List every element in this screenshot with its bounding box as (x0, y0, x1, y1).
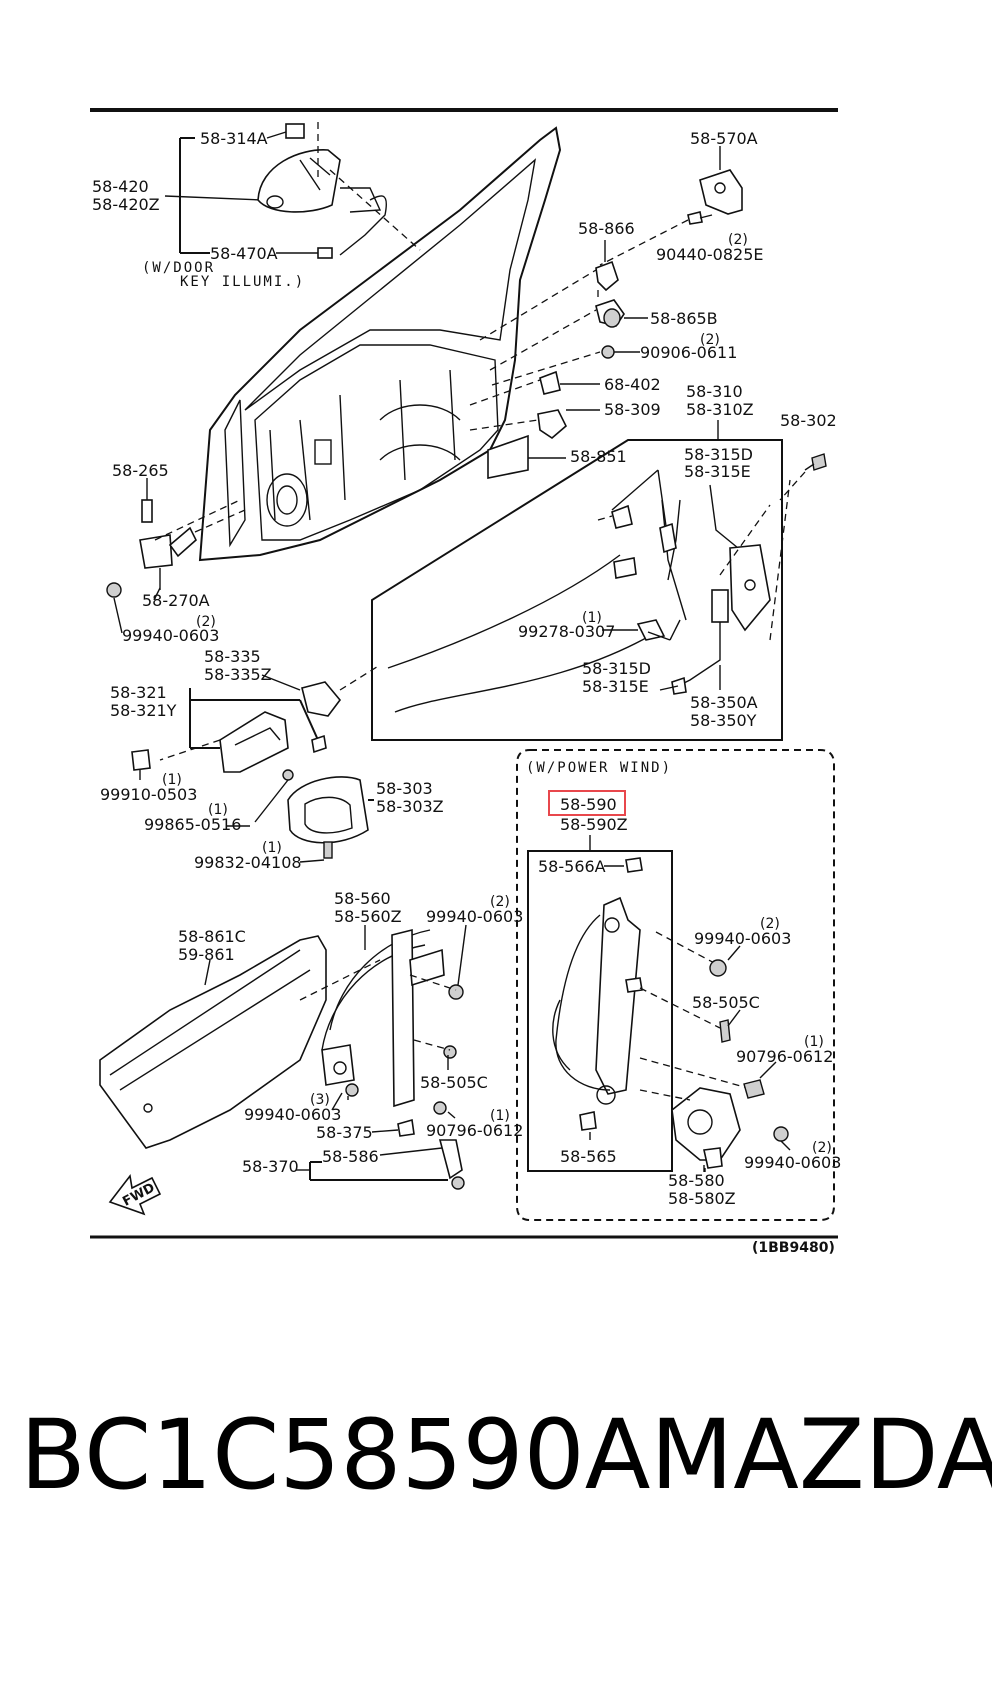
door-glass (99, 935, 381, 1149)
label-58-315D-top: 58-315D (684, 445, 753, 464)
label-58-586: 58-586 (322, 1147, 379, 1166)
label-99940-0603-manual-2: 99940-0603 (244, 1105, 341, 1124)
label-99865-0516: 99865-0516 (144, 815, 241, 834)
label-99940-0603-power-2: 99940-0603 (744, 1153, 841, 1172)
note-door-key-2: KEY ILLUMI.) (180, 274, 305, 290)
label-58-375: 58-375 (316, 1123, 373, 1142)
note-power-window: (W/POWER WIND) (526, 760, 672, 776)
brand-name: MAZDA (650, 1399, 992, 1511)
label-58-580: 58-580 (668, 1171, 725, 1190)
label-58-865B: 58-865B (650, 309, 718, 328)
label-58-866: 58-866 (578, 219, 635, 238)
label-90796-0612-manual: 90796-0612 (426, 1121, 523, 1140)
part-labels: 58-314A 58-420 58-420Z 58-470A (W/DOOR K… (92, 129, 841, 1256)
label-58-335: 58-335 (204, 647, 261, 666)
label-58-303Z: 58-303Z (376, 797, 444, 816)
label-58-590: 58-590 (560, 795, 617, 814)
label-90440-0825E: 90440-0825E (656, 245, 764, 264)
label-58-321: 58-321 (110, 683, 167, 702)
label-58-350Y: 58-350Y (690, 711, 757, 730)
hinge-group (106, 478, 246, 634)
leader-lines (139, 146, 721, 1172)
qty-99832: (1) (262, 840, 282, 856)
part-number: BC1C58590A (20, 1399, 651, 1511)
label-58-302: 58-302 (780, 411, 837, 430)
part-58-851-shape (487, 434, 529, 479)
part-caption: BC1C58590A MAZDA (0, 1390, 992, 1520)
label-58-505C-manual: 58-505C (420, 1073, 488, 1092)
label-99940-0603-hinge: 99940-0603 (122, 626, 219, 645)
qty-99940-hinge: (2) (196, 614, 216, 630)
label-58-303: 58-303 (376, 779, 433, 798)
label-58-315E-top: 58-315E (684, 462, 751, 481)
qty-99940-manual-1: (2) (490, 894, 510, 910)
label-58-270A: 58-270A (142, 591, 210, 610)
power-window-frame (516, 749, 835, 1221)
label-58-309: 58-309 (604, 400, 661, 419)
label-58-851: 58-851 (570, 447, 627, 466)
label-90796-0612-power: 90796-0612 (736, 1047, 833, 1066)
manual-regulator (296, 924, 467, 1190)
qty-99940-power-1: (2) (760, 916, 780, 932)
power-regulator (527, 835, 749, 1172)
label-58-580Z: 58-580Z (668, 1189, 736, 1208)
label-99940-0603-manual-1: 99940-0603 (426, 907, 523, 926)
label-58-560Z: 58-560Z (334, 907, 402, 926)
label-58-321Y: 58-321Y (110, 701, 177, 720)
label-58-566A: 58-566A (538, 857, 606, 876)
label-58-315D-bottom: 58-315D (582, 659, 651, 678)
label-99940-0603-power-1: 99940-0603 (694, 929, 791, 948)
outer-handle-group (164, 122, 421, 259)
qty-99940-power-2: (2) (812, 1140, 832, 1156)
label-58-505C-power: 58-505C (692, 993, 760, 1012)
small-parts-right (469, 219, 689, 440)
qty-99278: (1) (582, 610, 602, 626)
part-58-570A-shape (687, 150, 743, 225)
qty-99910: (1) (162, 772, 182, 788)
label-58-370: 58-370 (242, 1157, 299, 1176)
label-58-470A: 58-470A (210, 244, 278, 263)
label-68-402: 68-402 (604, 375, 661, 394)
fwd-arrow (108, 1174, 162, 1216)
label-58-590Z: 58-590Z (560, 815, 628, 834)
label-58-570A: 58-570A (690, 129, 758, 148)
label-58-350A: 58-350A (690, 693, 758, 712)
door-shell (198, 126, 562, 562)
label-58-560: 58-560 (334, 889, 391, 908)
qty-99940-manual-2: (3) (310, 1092, 330, 1108)
label-99278-0307: 99278-0307 (518, 622, 615, 641)
lock-rods-box (371, 439, 791, 741)
note-door-key-1: (W/DOOR (142, 260, 215, 276)
qty-90440: (2) (728, 232, 748, 248)
power-fasteners-motor (639, 945, 791, 1172)
label-58-420Z: 58-420Z (92, 195, 160, 214)
label-58-565: 58-565 (560, 1147, 617, 1166)
inner-handle-group (131, 664, 381, 863)
label-99910-0503: 99910-0503 (100, 785, 197, 804)
label-59-861: 59-861 (178, 945, 235, 964)
label-58-420: 58-420 (92, 177, 149, 196)
reference-code: (1BB9480) (752, 1240, 835, 1256)
highlight-box (548, 790, 626, 816)
qty-90906: (2) (700, 332, 720, 348)
qty-99865: (1) (208, 802, 228, 818)
label-58-861C: 58-861C (178, 927, 246, 946)
label-58-315E-bottom: 58-315E (582, 677, 649, 696)
label-58-314A: 58-314A (200, 129, 268, 148)
label-99832-04108: 99832-04108 (194, 853, 302, 872)
qty-90796-power: (1) (804, 1034, 824, 1050)
label-58-310Z: 58-310Z (686, 400, 754, 419)
label-58-265: 58-265 (112, 461, 169, 480)
label-90906-0611: 90906-0611 (640, 343, 737, 362)
label-58-310: 58-310 (686, 382, 743, 401)
part-58-302-shape (779, 453, 827, 501)
label-58-335Z: 58-335Z (204, 665, 272, 684)
qty-90796-manual: (1) (490, 1108, 510, 1124)
